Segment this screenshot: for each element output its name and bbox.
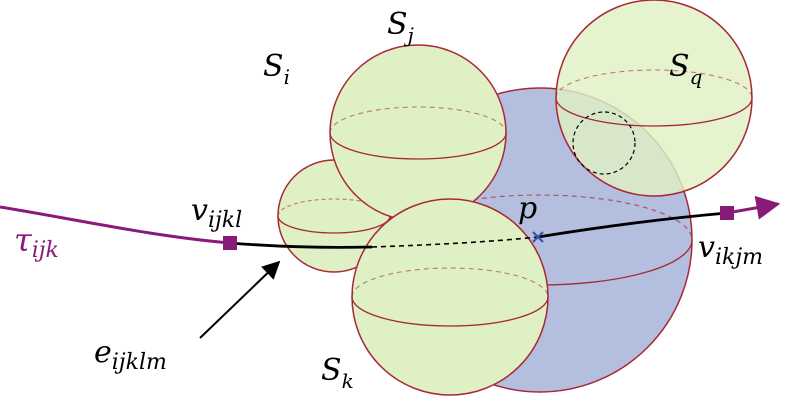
label-e-ijklm: eijklm — [94, 335, 167, 375]
sphere-s-j — [329, 44, 507, 222]
curve-tau — [0, 205, 231, 245]
label-v-ijkl: vijkl — [191, 193, 242, 233]
curve-tau-end — [726, 195, 781, 220]
sphere-s-q — [555, 0, 753, 197]
label-s-k: Sk — [321, 353, 354, 393]
point-p-marker — [532, 231, 544, 243]
label-p: p — [518, 191, 537, 226]
label-tau-ijk: τijk — [14, 221, 59, 263]
sphere-s-k — [351, 198, 549, 396]
edge-pointer-arrow — [199, 260, 281, 339]
label-s-q: Sq — [669, 49, 702, 89]
label-s-i: Si — [263, 49, 290, 89]
edge-dashed — [371, 236, 539, 248]
label-v-ikjm: vikjm — [698, 230, 763, 270]
vertex-v-ikjm-marker — [720, 206, 734, 220]
label-s-j: Sj — [387, 7, 414, 47]
vertex-v-ijkl-marker — [223, 236, 237, 250]
edge-solid-right — [537, 211, 728, 239]
edge-solid-left — [229, 241, 373, 249]
